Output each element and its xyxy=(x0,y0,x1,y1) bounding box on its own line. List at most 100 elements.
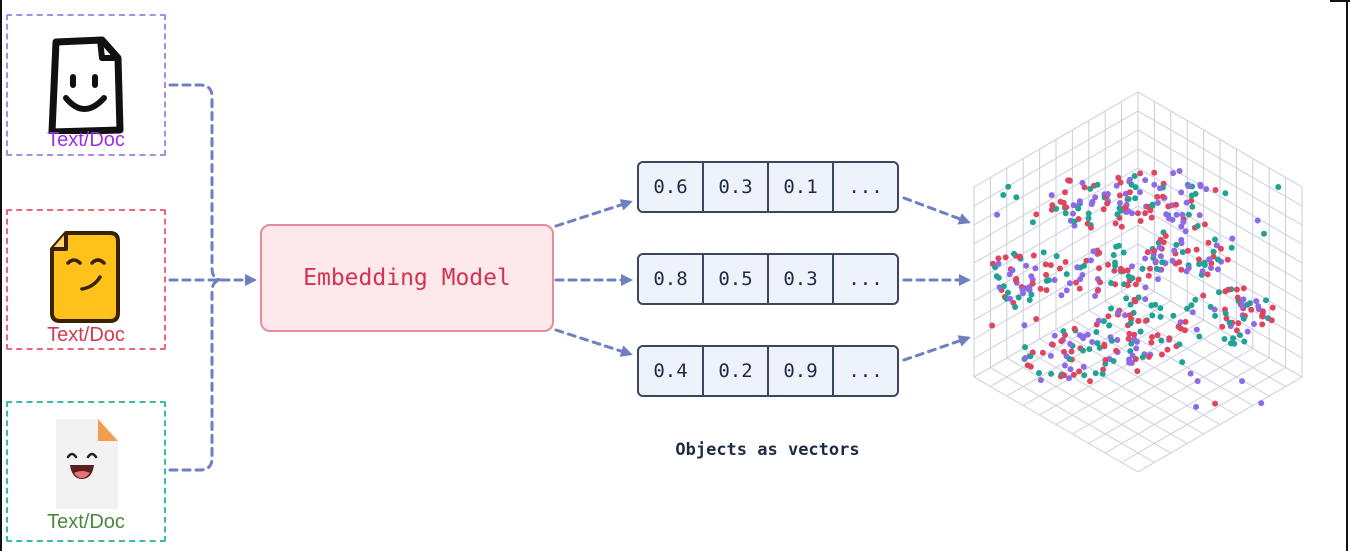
vector-cell: 0.1 xyxy=(769,163,834,211)
embedding-point xyxy=(1110,358,1117,364)
embedding-point xyxy=(1183,268,1190,275)
grid-line xyxy=(1137,148,1303,245)
embedding-point xyxy=(1189,203,1196,210)
embedding-point xyxy=(1212,400,1219,407)
embedding-point xyxy=(1221,336,1228,342)
embedding-point xyxy=(1210,253,1217,260)
vector-1: 0.6 0.3 0.1 ... xyxy=(637,161,899,213)
embedding-point xyxy=(1206,256,1213,263)
embedding-point xyxy=(1037,285,1044,292)
embedding-point xyxy=(1228,244,1235,251)
embedding-point xyxy=(1114,337,1121,343)
frame-border-left xyxy=(0,0,2,551)
grid-line xyxy=(1137,129,1303,226)
embedding-point xyxy=(1080,347,1086,354)
embedding-point xyxy=(1122,312,1128,319)
grid-line xyxy=(973,110,1139,207)
embedding-point xyxy=(1212,236,1218,243)
embedding-point xyxy=(1133,345,1140,352)
embedding-point xyxy=(1066,356,1073,362)
embedding-point xyxy=(1131,173,1138,179)
embedding-point xyxy=(1151,181,1158,188)
embedding-point xyxy=(1047,262,1054,269)
embedding-point xyxy=(1199,268,1206,275)
embedding-point xyxy=(1203,186,1210,193)
embedding-point xyxy=(1088,224,1094,231)
embedding-point xyxy=(1173,201,1180,208)
embedding-point xyxy=(1063,271,1070,278)
vector-cell: 0.5 xyxy=(704,255,769,303)
document-card-3: Text/Doc xyxy=(6,401,166,542)
laughing-document-icon xyxy=(56,419,118,509)
embedding-point xyxy=(1235,320,1242,327)
embedding-point xyxy=(1012,304,1019,310)
embedding-point xyxy=(1015,294,1022,301)
embedding-point xyxy=(1094,181,1101,188)
embedding-point xyxy=(1196,333,1203,340)
embedding-point xyxy=(1100,206,1107,213)
embedding-point xyxy=(1188,192,1195,199)
embedding-point xyxy=(1154,332,1161,339)
embedding-point xyxy=(1251,321,1257,327)
embedding-point xyxy=(1112,262,1119,269)
embedding-point xyxy=(1129,263,1135,270)
embedding-point xyxy=(1193,326,1200,333)
vector-cell: 0.4 xyxy=(639,347,704,395)
embedding-point xyxy=(1080,363,1087,370)
grid-line xyxy=(1137,376,1303,473)
embedding-point xyxy=(1012,277,1019,284)
embedding-point xyxy=(1000,283,1007,290)
embedding-point xyxy=(1188,302,1195,309)
embedding-point xyxy=(1095,317,1102,324)
embedding-model-label: Embedding Model xyxy=(303,265,511,291)
embedding-point xyxy=(1026,287,1033,294)
embedding-point xyxy=(1117,179,1124,186)
embedding-point xyxy=(1233,327,1240,334)
embedding-point xyxy=(1027,363,1034,370)
embedding-point xyxy=(1193,246,1200,253)
embedding-point xyxy=(1080,333,1087,340)
embedding-point xyxy=(1067,366,1074,373)
vector-cell: ... xyxy=(848,360,883,382)
embedding-point xyxy=(1123,295,1130,302)
embedding-point xyxy=(1222,190,1229,197)
grid-line xyxy=(973,129,1139,226)
embedding-point xyxy=(1061,372,1067,379)
embedding-point xyxy=(1087,378,1093,385)
grid-line xyxy=(1055,329,1221,425)
embedding-point xyxy=(1212,187,1219,193)
embedding-point xyxy=(1258,400,1265,407)
embedding-point xyxy=(1171,247,1178,254)
embedding-point xyxy=(1039,349,1046,356)
embedding-point xyxy=(1261,230,1267,237)
embedding-point xyxy=(1118,223,1125,230)
embedding-points xyxy=(989,168,1282,410)
embedding-point xyxy=(1013,194,1020,201)
grid-line xyxy=(1104,357,1270,454)
embedding-point xyxy=(1216,289,1222,296)
frame-border-right xyxy=(1346,0,1348,551)
embedding-point xyxy=(1142,317,1149,324)
embedding-point xyxy=(1099,370,1106,377)
vector-cell: ... xyxy=(848,176,883,198)
embedding-point xyxy=(1259,313,1265,320)
embedding-point xyxy=(1254,217,1261,224)
arrow-vector1-to-space xyxy=(902,196,971,225)
embedding-point xyxy=(1179,249,1186,256)
embedding-point xyxy=(1029,280,1036,287)
embedding-point xyxy=(1040,249,1047,256)
embedding-point xyxy=(1155,276,1161,283)
embedding-point xyxy=(1147,207,1154,214)
embedding-point xyxy=(1102,357,1109,363)
embedding-point xyxy=(1149,202,1156,209)
smiling-document-icon xyxy=(48,36,124,134)
embedding-point xyxy=(1196,261,1203,268)
embedding-point xyxy=(1222,288,1229,295)
embedding-point xyxy=(1067,341,1074,347)
embedding-point xyxy=(1058,292,1065,299)
embedding-point xyxy=(1125,335,1132,342)
embedding-point xyxy=(1033,316,1040,322)
embedding-point xyxy=(1196,212,1203,219)
embedding-point xyxy=(1062,362,1068,369)
